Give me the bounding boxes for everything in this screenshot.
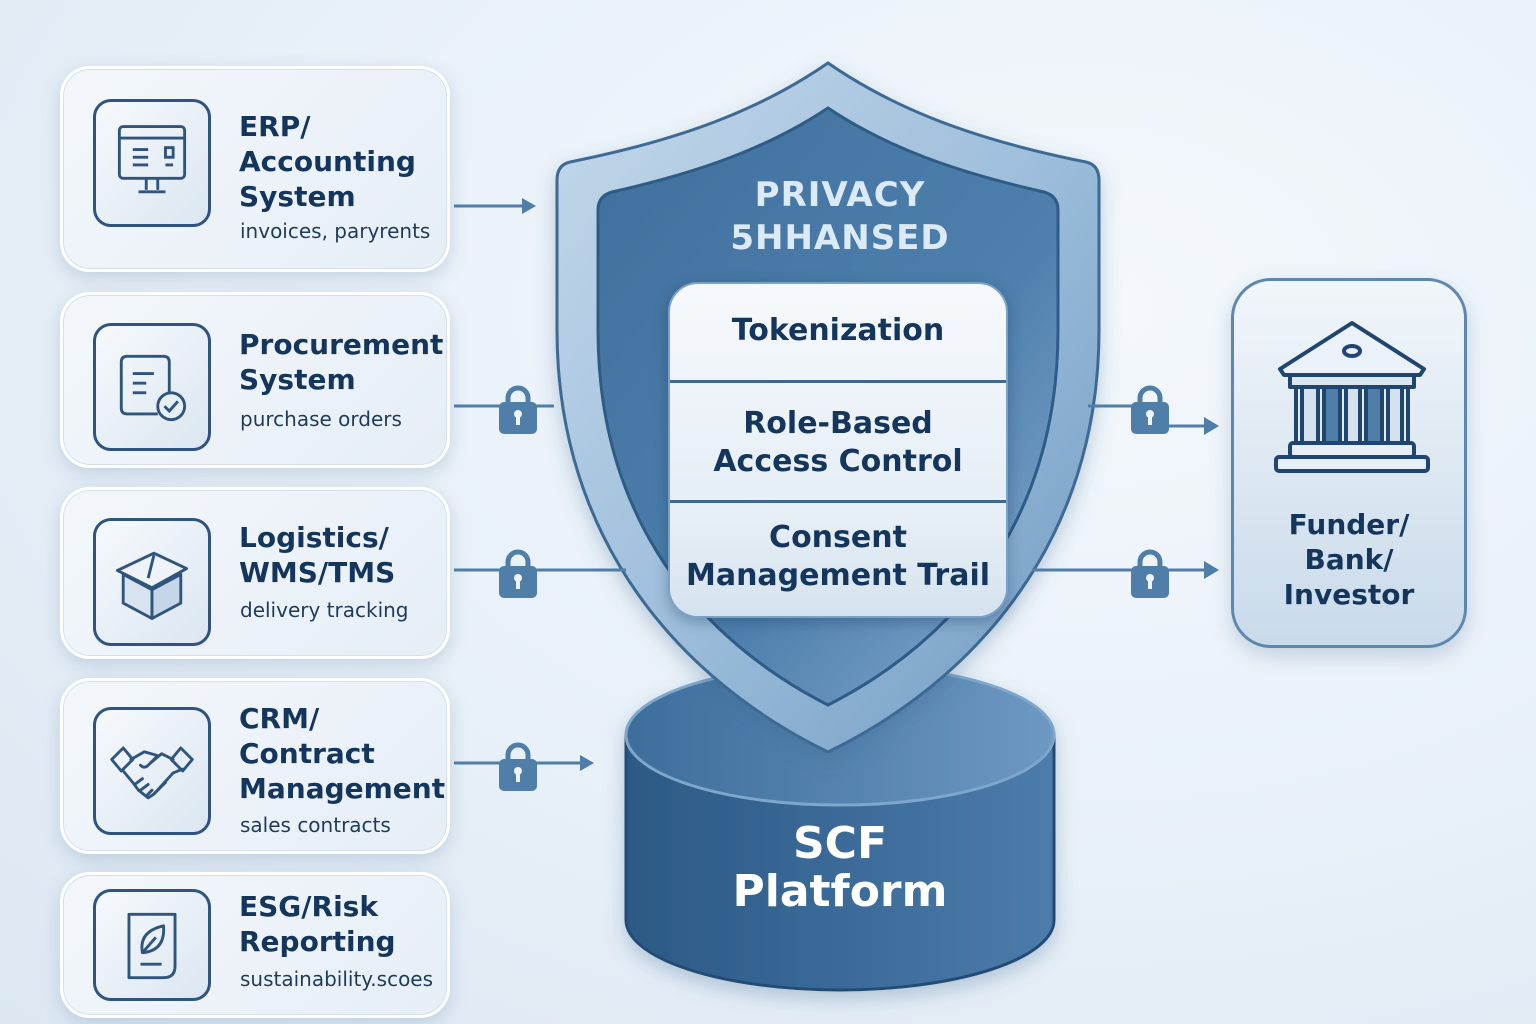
platform-title-line2: Platform: [732, 866, 948, 917]
source-card-logistics[interactable]: Logistics/ WMS/TMS delivery tracking: [60, 487, 450, 659]
source-subtitle: invoices, paryrents: [240, 219, 431, 243]
lock-icon-procurement: [499, 385, 537, 434]
source-title: Procurement System: [239, 328, 444, 396]
source-title: ESG/Risk Reporting: [239, 890, 396, 958]
source-card-procurement[interactable]: Procurement System purchase orders: [60, 292, 450, 468]
source-subtitle: delivery tracking: [240, 598, 409, 622]
lock-icon-crm: [499, 742, 537, 791]
connector-erp: [454, 198, 536, 214]
source-subtitle: purchase orders: [240, 407, 402, 431]
source-card-erp[interactable]: ERP/ Accounting System invoices, paryren…: [60, 66, 450, 272]
bank-building-icon: [1274, 321, 1430, 473]
connector-output-2: [1032, 561, 1219, 579]
handshake-icon: [93, 707, 211, 835]
shield-title-line1: PRIVACY: [754, 175, 926, 215]
destination-label: Funder/ Bank/ Investor: [1283, 508, 1415, 611]
privacy-controls-panel: Tokenization Role-Based Access Control C…: [668, 282, 1008, 618]
control-role-based-access[interactable]: Role-Based Access Control: [670, 380, 1006, 500]
control-consent-trail[interactable]: Consent Management Trail: [670, 500, 1006, 616]
lock-icon-output-2: [1131, 549, 1169, 598]
source-subtitle: sales contracts: [240, 813, 391, 837]
control-tokenization[interactable]: Tokenization: [731, 313, 945, 348]
document-check-icon: [93, 323, 211, 451]
leaf-document-icon: [93, 889, 211, 1001]
source-title: CRM/ Contract Management: [239, 702, 446, 805]
lock-icon-logistics: [499, 549, 537, 598]
platform-title-line1: SCF: [792, 818, 888, 869]
source-card-esg[interactable]: ESG/Risk Reporting sustainability.scoes: [60, 872, 450, 1018]
source-subtitle: sustainability.scoes: [240, 967, 434, 991]
source-title: Logistics/ WMS/TMS: [239, 521, 396, 589]
package-box-icon: [93, 518, 211, 646]
destination-card-funder[interactable]: Funder/ Bank/ Investor: [1231, 278, 1467, 648]
lock-icon-output-1: [1131, 385, 1169, 434]
computer-monitor-icon: [93, 99, 211, 227]
source-card-crm[interactable]: CRM/ Contract Management sales contracts: [60, 678, 450, 854]
source-title: ERP/ Accounting System: [239, 110, 416, 213]
shield-title-line2: 5HHANSED: [730, 218, 950, 258]
